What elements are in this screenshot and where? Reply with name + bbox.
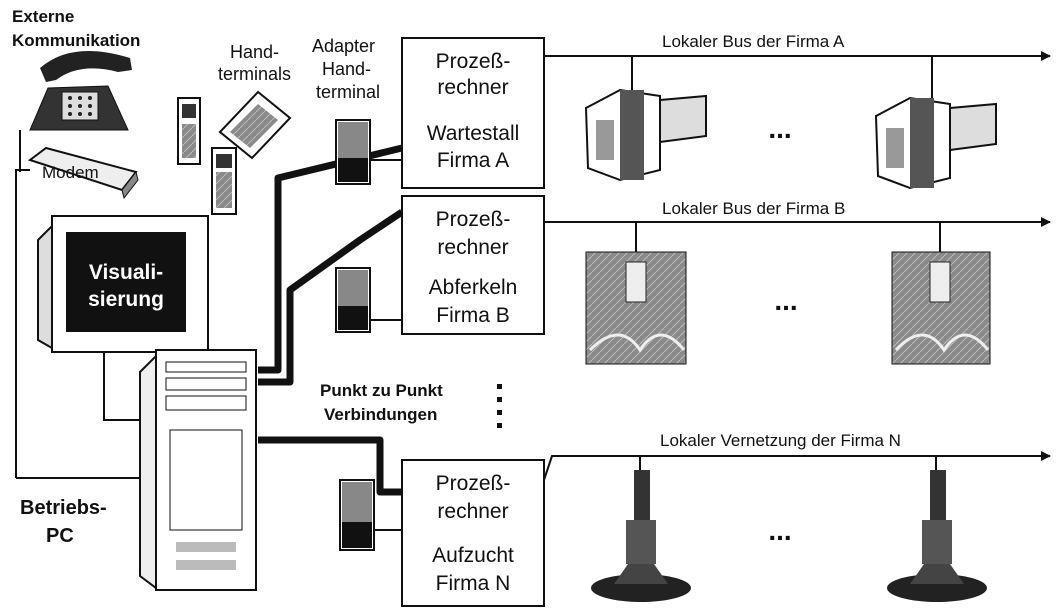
process-box-b-line2: rechner (437, 236, 508, 259)
feeding-station-icon (586, 90, 706, 180)
process-box-n-line1: Prozeß- (436, 472, 511, 495)
farrowing-pen-photo-icon (586, 252, 686, 364)
ellipsis-b: ... (774, 285, 797, 316)
modem-label: Modem (42, 163, 99, 182)
ellipsis-n: ... (768, 515, 791, 546)
process-box-n-line4: Firma N (436, 572, 511, 595)
process-box-b-line4: Firma B (436, 304, 510, 327)
process-box-b-line3: Abferkeln (429, 276, 518, 299)
p2p-label-1: Punkt zu Punkt (320, 381, 443, 400)
bus-n-label: Lokaler Vernetzung der Firma N (660, 431, 901, 450)
monitor-icon (38, 216, 208, 352)
bus-b-label: Lokaler Bus der Firma B (662, 199, 845, 218)
adapter-terminal-b-icon (336, 268, 402, 332)
process-computer-box-n: Prozeß- rechner Aufzucht Firma N (402, 460, 544, 606)
feeding-station-icon (876, 98, 996, 188)
process-box-b-line1: Prozeß- (436, 208, 511, 231)
process-box-a-line1: Prozeß- (436, 50, 511, 73)
bus-a-label: Lokaler Bus der Firma A (662, 32, 845, 51)
betriebs-pc-label-2: PC (46, 525, 74, 547)
adapter-label-1: Adapter (312, 36, 375, 56)
feeder-pedestal-icon (887, 470, 987, 602)
process-box-a-line2: rechner (437, 76, 508, 99)
external-comm-label-2: Kommunikation (12, 31, 140, 50)
handterminal-device-icon (178, 92, 290, 214)
vertical-ellipsis (497, 384, 502, 428)
process-box-a-line4: Firma A (437, 149, 509, 172)
external-comm-label-1: Externe (12, 7, 74, 26)
adapter-label-2: Hand- (322, 59, 371, 79)
process-box-n-line2: rechner (437, 500, 508, 523)
visualisierung-label-1: Visuali- (89, 261, 163, 284)
adapter-label-3: terminal (316, 82, 380, 102)
visualisierung-label-2: sierung (88, 288, 164, 311)
p2p-label-2: Verbindungen (324, 405, 437, 424)
betriebs-pc-label-1: Betriebs- (20, 497, 107, 519)
handterminals-label-2: terminals (218, 64, 291, 84)
pc-tower-icon (140, 350, 256, 590)
telephone-icon (30, 51, 132, 130)
handterminals-label-1: Hand- (230, 42, 279, 62)
feeder-pedestal-icon (591, 470, 691, 602)
process-computer-box-a: Prozeß- rechner Wartestall Firma A (402, 38, 544, 188)
process-computer-box-b: Prozeß- rechner Abferkeln Firma B (402, 196, 544, 334)
farrowing-pen-photo-icon (892, 252, 990, 364)
process-box-a-line3: Wartestall (427, 122, 520, 145)
process-box-n-line3: Aufzucht (432, 544, 514, 567)
ellipsis-a: ... (768, 113, 791, 144)
